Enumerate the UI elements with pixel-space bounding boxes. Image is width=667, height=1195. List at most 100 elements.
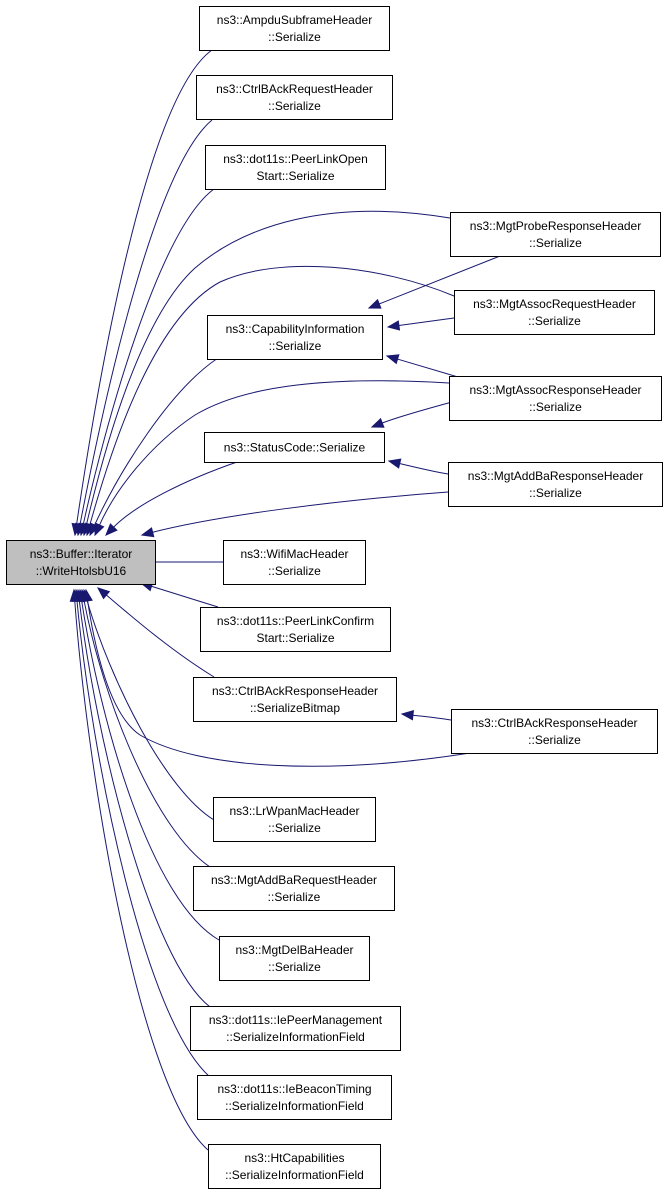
node-label-line: ns3::MgtAddBaResponseHeader bbox=[468, 469, 643, 483]
node-label-line: ::Serialize bbox=[529, 400, 582, 414]
edge-assocresp-to-status bbox=[370, 401, 453, 428]
node-box[interactable] bbox=[200, 607, 391, 652]
edge-line bbox=[396, 358, 459, 378]
node-box[interactable] bbox=[454, 290, 655, 335]
node-box[interactable] bbox=[205, 145, 386, 190]
node-label-line: ns3::AmpduSubframeHeader bbox=[217, 13, 372, 27]
node-box[interactable] bbox=[199, 6, 390, 51]
node-box[interactable] bbox=[193, 677, 397, 722]
edge-arrowhead bbox=[140, 527, 155, 538]
edge-line bbox=[83, 599, 211, 868]
node-box[interactable] bbox=[208, 1144, 381, 1189]
edge-arrowhead bbox=[96, 587, 111, 600]
node-iebeacon[interactable]: ns3::dot11s::IeBeaconTiming::SerializeIn… bbox=[197, 1075, 392, 1120]
node-label-line: ::WriteHtolsbU16 bbox=[36, 564, 127, 578]
node-label-line: ns3::MgtAddBaRequestHeader bbox=[211, 873, 377, 887]
node-probe[interactable]: ns3::MgtProbeResponseHeader::Serialize bbox=[450, 212, 661, 257]
edge-line bbox=[398, 462, 449, 475]
node-plopen[interactable]: ns3::dot11s::PeerLinkOpenStart::Serializ… bbox=[205, 145, 386, 190]
edge-line bbox=[105, 594, 215, 678]
node-label-line: ::Serialize bbox=[268, 821, 321, 835]
edge-line bbox=[98, 380, 450, 527]
edge-addbareq-to-buffer_iter bbox=[79, 588, 211, 868]
node-box[interactable] bbox=[193, 866, 395, 911]
edge-line bbox=[397, 317, 455, 327]
edge-arrowhead bbox=[370, 417, 385, 428]
node-box[interactable] bbox=[223, 540, 366, 585]
node-box[interactable] bbox=[196, 75, 393, 120]
edge-arrowhead bbox=[367, 298, 382, 309]
node-lrwpan[interactable]: ns3::LrWpanMacHeader::Serialize bbox=[213, 797, 376, 842]
node-box[interactable] bbox=[448, 462, 663, 507]
edge-ctrlbaresp_bm-to-buffer_iter bbox=[96, 587, 215, 678]
node-htcap[interactable]: ns3::HtCapabilities::SerializeInformatio… bbox=[208, 1144, 381, 1189]
node-assocresp[interactable]: ns3::MgtAssocResponseHeader::Serialize bbox=[449, 376, 662, 421]
edge-arrowhead bbox=[385, 354, 400, 365]
node-box[interactable] bbox=[6, 540, 156, 585]
edge-plconfirm-to-buffer_iter bbox=[139, 581, 219, 608]
edge-status-to-buffer_iter bbox=[105, 461, 238, 536]
node-label-line: ::Serialize bbox=[528, 314, 581, 328]
edge-arrowhead bbox=[105, 523, 118, 536]
node-label-line: ns3::dot11s::PeerLinkConfirm bbox=[217, 614, 374, 628]
edge-probe-to-buffer_iter bbox=[81, 210, 451, 537]
node-box[interactable] bbox=[449, 376, 662, 421]
node-box[interactable] bbox=[207, 315, 383, 360]
node-status[interactable]: ns3::StatusCode::Serialize bbox=[204, 432, 385, 463]
node-label-line: ns3::StatusCode::Serialize bbox=[224, 441, 366, 455]
node-label-line: ::Serialize bbox=[268, 960, 321, 974]
node-delba[interactable]: ns3::MgtDelBaHeader::Serialize bbox=[219, 936, 370, 981]
node-ctrlbaresp[interactable]: ns3::CtrlBAckResponseHeader::Serialize bbox=[451, 709, 658, 754]
node-label-line: ns3::CtrlBAckResponseHeader bbox=[471, 716, 637, 730]
node-addbareq[interactable]: ns3::MgtAddBaRequestHeader::Serialize bbox=[193, 866, 395, 911]
node-capinfo[interactable]: ns3::CapabilityInformation::Serialize bbox=[207, 315, 383, 360]
edge-probe-to-capinfo bbox=[367, 255, 501, 309]
node-label-line: ns3::MgtAssocRequestHeader bbox=[473, 297, 636, 311]
edge-ctrlbar-to-buffer_iter bbox=[75, 119, 213, 537]
edge-arrowhead bbox=[387, 458, 402, 469]
node-label-line: ::SerializeBitmap bbox=[250, 701, 340, 715]
node-addbaresp[interactable]: ns3::MgtAddBaResponseHeader::Serialize bbox=[448, 462, 663, 507]
node-box[interactable] bbox=[197, 1075, 392, 1120]
edge-addbaresp-to-status bbox=[387, 458, 449, 475]
node-wifimac[interactable]: ns3::WifiMacHeader::Serialize bbox=[223, 540, 366, 585]
node-label-line: ns3::CtrlBAckResponseHeader bbox=[212, 684, 378, 698]
edge-line bbox=[151, 491, 449, 533]
edge-arrowhead bbox=[94, 522, 105, 537]
node-label-line: ns3::MgtAssocResponseHeader bbox=[469, 383, 641, 397]
node-box[interactable] bbox=[219, 936, 370, 981]
node-label-line: ::Serialize bbox=[269, 339, 322, 353]
node-label-line: ::Serialize bbox=[528, 733, 581, 747]
node-box[interactable] bbox=[204, 432, 385, 463]
edge-line bbox=[76, 49, 213, 526]
node-ctrlbaresp_bm[interactable]: ns3::CtrlBAckResponseHeader::SerializeBi… bbox=[193, 677, 397, 722]
node-box[interactable] bbox=[451, 709, 658, 754]
node-label-line: Start::Serialize bbox=[256, 631, 334, 645]
node-label-line: Start::Serialize bbox=[256, 169, 334, 183]
nodes-layer: ns3::Buffer::Iterator::WriteHtolsbU16ns3… bbox=[6, 6, 663, 1189]
edge-line bbox=[150, 585, 219, 608]
node-label-line: ::Serialize bbox=[529, 236, 582, 250]
edge-assocreq-to-capinfo bbox=[386, 317, 455, 331]
node-plconfirm[interactable]: ns3::dot11s::PeerLinkConfirmStart::Seria… bbox=[200, 607, 391, 652]
edges-layer bbox=[69, 49, 501, 1151]
edge-assocresp-to-capinfo bbox=[385, 354, 459, 378]
node-ctrlbar[interactable]: ns3::CtrlBAckRequestHeader::Serialize bbox=[196, 75, 393, 120]
edge-line bbox=[78, 599, 211, 1008]
node-label-line: ::SerializeInformationField bbox=[226, 1030, 365, 1044]
edge-line bbox=[378, 255, 501, 305]
edge-line bbox=[82, 188, 215, 526]
edge-line bbox=[74, 599, 209, 1151]
node-label-line: ::SerializeInformationField bbox=[225, 1168, 364, 1182]
node-box[interactable] bbox=[190, 1006, 401, 1051]
node-assocreq[interactable]: ns3::MgtAssocRequestHeader::Serialize bbox=[454, 290, 655, 335]
node-label-line: ::SerializeInformationField bbox=[225, 1099, 364, 1113]
node-box[interactable] bbox=[213, 797, 376, 842]
node-ampdu[interactable]: ns3::AmpduSubframeHeader::Serialize bbox=[199, 6, 390, 51]
node-iepeer[interactable]: ns3::dot11s::IePeerManagement::Serialize… bbox=[190, 1006, 401, 1051]
node-buffer_iter[interactable]: ns3::Buffer::Iterator::WriteHtolsbU16 bbox=[6, 540, 156, 585]
edge-line bbox=[81, 599, 220, 941]
node-label-line: ns3::dot11s::IePeerManagement bbox=[209, 1013, 383, 1027]
node-box[interactable] bbox=[450, 212, 661, 257]
